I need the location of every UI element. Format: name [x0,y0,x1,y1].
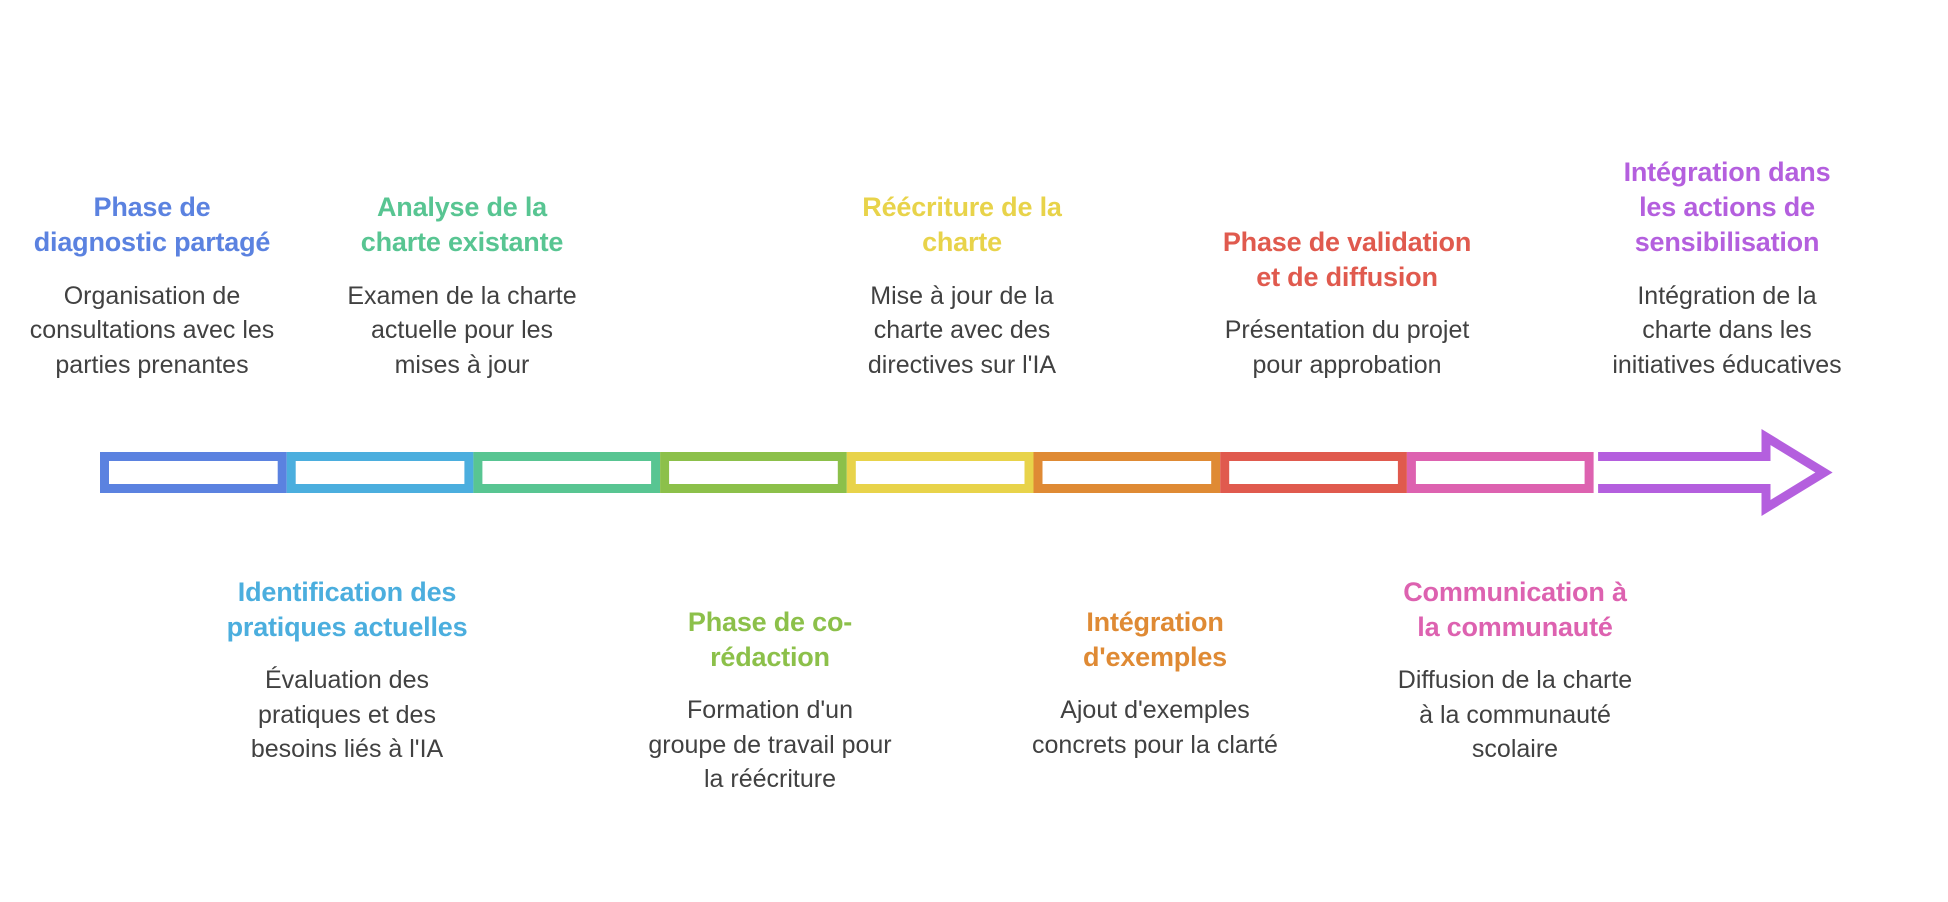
arrow-segment-7 [1220,452,1407,493]
step-title-2: Identification des pratiques actuelles [226,577,468,643]
arrow-segment-8 [1406,452,1594,493]
step-description-6: Ajout d'exemples concrets pour la clarté [1032,696,1278,759]
arrow-segment-3 [473,452,661,493]
step-title-6: Intégration d'exemples [1083,607,1227,673]
step-description-7: Présentation du projet pour approbation [1224,316,1470,379]
step-title-3: Analyse de la charte existante [360,192,564,258]
arrow-segment-6 [1033,452,1221,493]
step-title-4: Phase de co-rédaction [687,607,853,673]
step-label-1: Phase de diagnostic partagé Organisation… [27,190,277,382]
step-label-3: Analyse de la charte existante Examen de… [337,190,587,382]
step-description-4: Formation d'un groupe de travail pour la… [648,696,892,794]
step-label-2: Identification des pratiques actuelles É… [222,575,472,767]
arrow-segment-9-head [1598,428,1833,517]
step-title-7: Phase de validation et de diffusion [1222,226,1472,292]
arrow-segment-2 [286,452,474,493]
step-label-4: Phase de co-rédaction Formation d'un gro… [645,605,895,797]
step-description-1: Organisation de consultations avec les p… [29,281,275,379]
step-title-5: Réécriture de la charte [862,192,1062,258]
step-title-9: Intégration dans les actions de sensibil… [1623,157,1831,258]
step-description-9: Intégration de la charte dans les initia… [1612,281,1842,379]
step-label-8: Communication à la communauté Diffusion … [1390,575,1640,767]
step-description-8: Diffusion de la charte à la communauté s… [1397,666,1633,764]
step-label-9: Intégration dans les actions de sensibil… [1602,155,1852,382]
timeline-arrow-bar [0,418,1948,528]
step-description-3: Examen de la charte actuelle pour les mi… [347,281,577,379]
step-description-2: Évaluation des pratiques et des besoins … [250,666,444,764]
step-label-7: Phase de validation et de diffusion Prés… [1222,225,1472,382]
step-label-5: Réécriture de la charte Mise à jour de l… [837,190,1087,382]
step-title-1: Phase de diagnostic partagé [33,192,271,258]
arrow-segment-5 [846,452,1034,493]
step-description-5: Mise à jour de la charte avec des direct… [867,281,1057,379]
step-title-8: Communication à la communauté [1403,577,1627,643]
arrow-segment-4 [660,452,847,493]
arrow-segment-1 [100,452,287,493]
step-label-6: Intégration d'exemples Ajout d'exemples … [1030,605,1280,762]
